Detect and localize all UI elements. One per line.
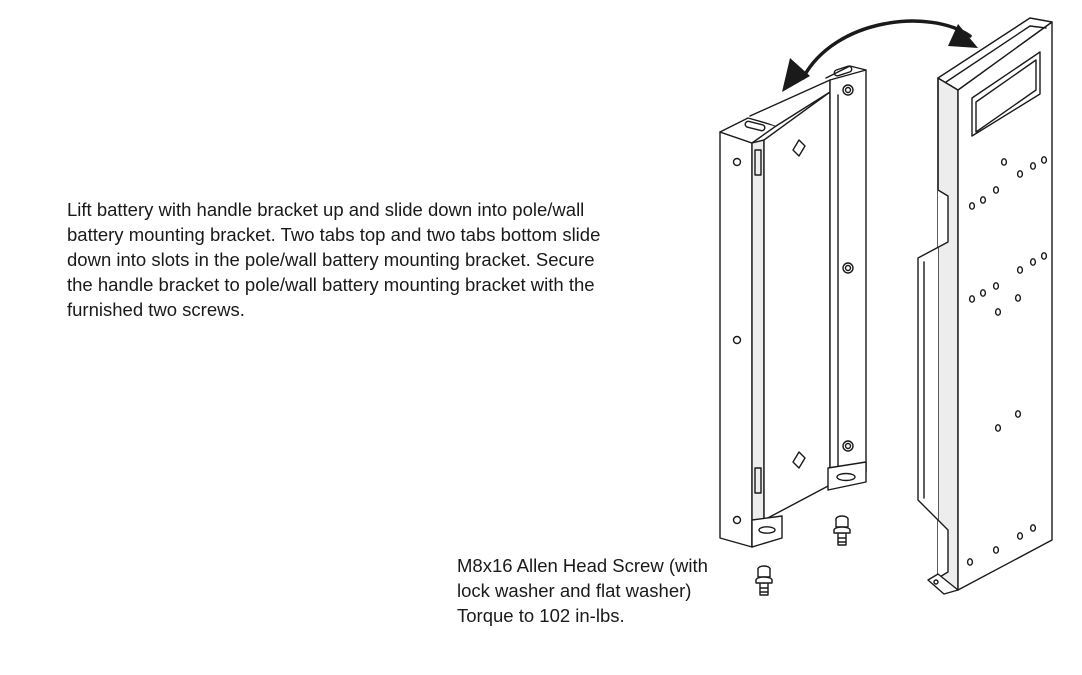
callout-line: lock washer and flat washer): [457, 580, 692, 601]
instruction-line: the handle bracket to pole/wall battery …: [67, 274, 595, 295]
wall-mounting-bracket: [917, 17, 1053, 595]
rotation-arrow: [782, 19, 978, 92]
instruction-line: Lift battery with handle bracket up and …: [67, 199, 585, 220]
instruction-text: Lift battery with handle bracket up and …: [67, 197, 707, 322]
instruction-line: battery mounting bracket. Two tabs top a…: [67, 224, 601, 245]
callout-line: M8x16 Allen Head Screw (with: [457, 555, 708, 576]
handle-bracket: [719, 65, 867, 548]
screw-callout: M8x16 Allen Head Screw (with lock washer…: [457, 553, 757, 628]
screw-icon: [755, 565, 773, 596]
callout-line: Torque to 102 in-lbs.: [457, 605, 625, 626]
screw-icon: [833, 515, 851, 546]
instruction-line: furnished two screws.: [67, 299, 245, 320]
instruction-line: down into slots in the pole/wall battery…: [67, 249, 595, 270]
